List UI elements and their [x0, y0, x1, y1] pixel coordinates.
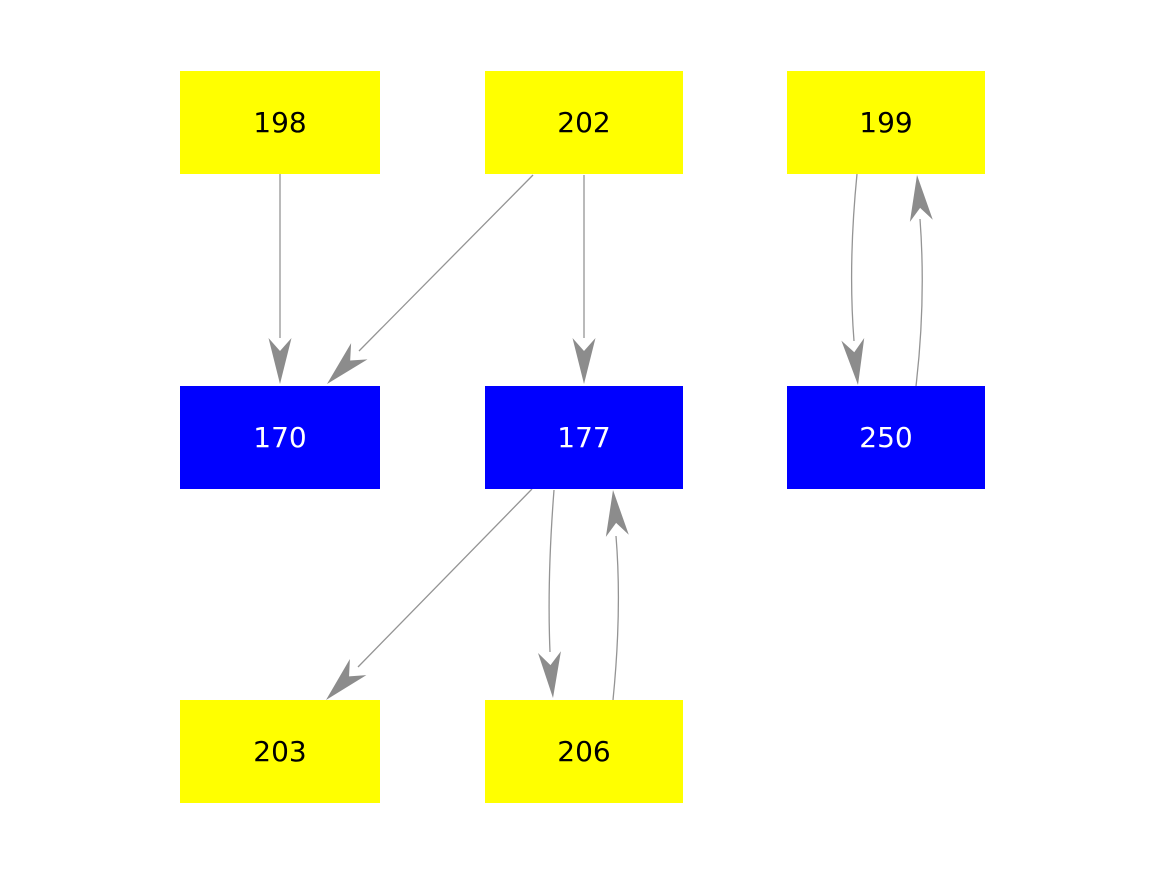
node-250: 250 [787, 386, 985, 489]
node-177: 177 [485, 386, 683, 489]
node-198: 198 [180, 71, 380, 174]
node-label: 198 [253, 105, 307, 139]
edge-198-170 [268, 174, 292, 384]
arrowhead-icon [572, 338, 596, 384]
arrowhead-icon [268, 338, 292, 384]
edge-250-199 [909, 175, 933, 387]
node-170: 170 [180, 386, 380, 489]
edge-line [915, 218, 923, 387]
node-label: 170 [253, 420, 307, 454]
edge-line [357, 488, 533, 668]
node-label: 177 [557, 420, 611, 454]
edge-line [548, 489, 555, 653]
arrowhead-icon [841, 337, 865, 385]
arrowhead-icon [605, 490, 629, 537]
edge-177-203 [326, 488, 533, 700]
edge-177-206 [538, 489, 561, 698]
edge-202-177 [572, 175, 596, 384]
edge-line [850, 173, 858, 342]
node-label: 199 [859, 105, 913, 139]
arrowhead-icon [327, 343, 368, 384]
edge-line [358, 174, 534, 352]
edge-line [612, 535, 620, 701]
node-label: 250 [859, 420, 913, 454]
edge-206-177 [605, 490, 629, 701]
edge-199-250 [841, 173, 865, 385]
edge-202-170 [327, 174, 534, 384]
node-199: 199 [787, 71, 985, 174]
node-label: 203 [253, 734, 307, 768]
arrowhead-icon [909, 175, 933, 222]
node-202: 202 [485, 71, 683, 174]
node-label: 202 [557, 105, 611, 139]
node-206: 206 [485, 700, 683, 803]
arrowhead-icon [538, 651, 561, 698]
node-label: 206 [557, 734, 611, 768]
node-203: 203 [180, 700, 380, 803]
arrowhead-icon [326, 659, 367, 700]
